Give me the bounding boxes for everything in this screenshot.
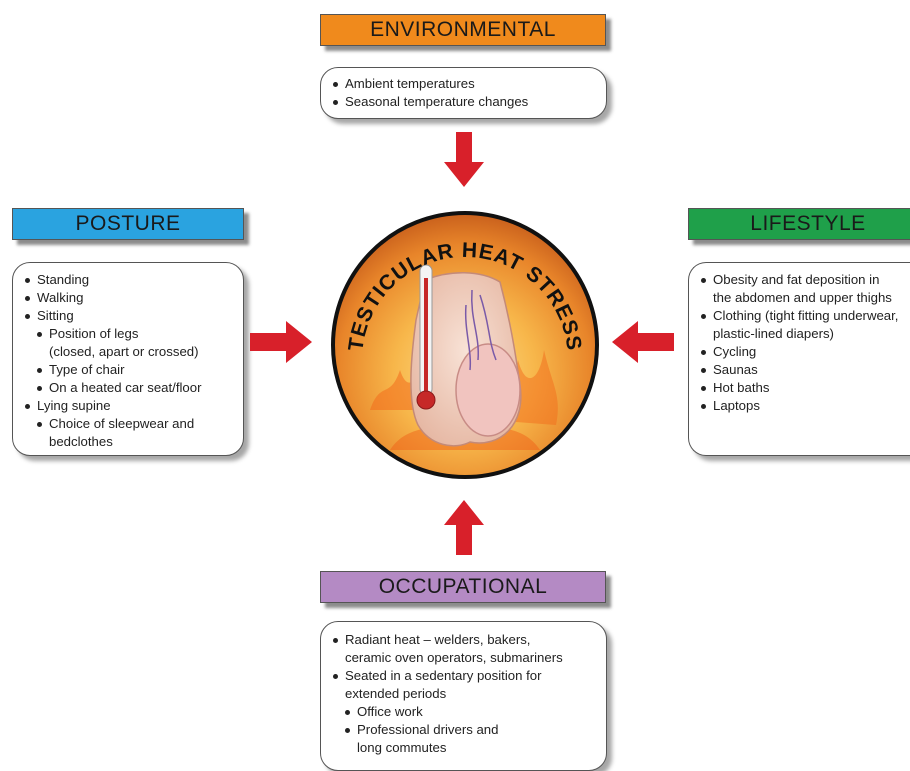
arrow-left	[612, 321, 674, 363]
occupational-header: OCCUPATIONAL	[320, 571, 606, 603]
list-item: Seasonal temperature changes	[333, 93, 596, 111]
list-item: Sitting	[25, 307, 233, 325]
anatomy-illustration	[456, 344, 520, 436]
list-item: Position of legs (closed, apart or crosse…	[37, 325, 233, 361]
list-item: Professional drivers and long commutes	[345, 721, 596, 757]
lifestyle-box: Obesity and fat deposition in the abdomen…	[688, 262, 910, 456]
list-item: Seated in a sedentary position for extend…	[333, 667, 596, 703]
occupational-title: OCCUPATIONAL	[379, 575, 548, 598]
list-item-text: Clothing (tight fitting underwear,	[713, 308, 898, 323]
list-item-text: Position of legs	[49, 326, 138, 341]
arrow-right	[250, 321, 312, 363]
list-item: Lying supine	[25, 397, 233, 415]
list-item: Obesity and fat deposition in the abdomen…	[701, 271, 910, 307]
list-item: Clothing (tight fitting underwear, plasti…	[701, 307, 910, 343]
occupational-list: Radiant heat – welders, bakers, ceramic o…	[333, 631, 596, 757]
occupational-box: Radiant heat – welders, bakers, ceramic o…	[320, 621, 607, 771]
list-item: Laptops	[701, 397, 910, 415]
list-item-text: extended periods	[345, 686, 446, 701]
list-item: Ambient temperatures	[333, 75, 596, 93]
environmental-list: Ambient temperatures Seasonal temperatur…	[333, 75, 596, 111]
list-item-text: Professional drivers and	[357, 722, 498, 737]
list-item: Walking	[25, 289, 233, 307]
environmental-box: Ambient temperatures Seasonal temperatur…	[320, 67, 607, 119]
list-item-text: Choice of sleepwear and	[49, 416, 194, 431]
list-item-text: Obesity and fat deposition in	[713, 272, 879, 287]
list-item: Cycling	[701, 343, 910, 361]
list-item: Office work	[345, 703, 596, 721]
list-item-text: long commutes	[357, 740, 446, 755]
lifestyle-list: Obesity and fat deposition in the abdomen…	[701, 271, 910, 415]
list-item-text: ceramic oven operators, submariners	[345, 650, 563, 665]
list-item-text: plastic-lined diapers)	[713, 326, 834, 341]
list-item: Standing	[25, 271, 233, 289]
lifestyle-header: LIFESTYLE	[688, 208, 910, 240]
thermometer-bulb	[417, 391, 435, 409]
posture-box: Standing Walking Sitting Position of leg…	[12, 262, 244, 456]
list-item: On a heated car seat/floor	[37, 379, 233, 397]
list-item-text: (closed, apart or crossed)	[49, 344, 199, 359]
environmental-header: ENVIRONMENTAL	[320, 14, 606, 46]
environmental-title: ENVIRONMENTAL	[370, 18, 556, 41]
thermometer-mercury	[424, 278, 428, 395]
posture-title: POSTURE	[75, 212, 180, 235]
list-item: Hot baths	[701, 379, 910, 397]
center-emblem: TESTICULAR HEAT STRESS	[330, 210, 600, 480]
list-item-text: Seated in a sedentary position for	[345, 668, 541, 683]
posture-list: Standing Walking Sitting Position of leg…	[25, 271, 233, 451]
list-item-text: bedclothes	[49, 434, 113, 449]
list-item: Saunas	[701, 361, 910, 379]
lifestyle-title: LIFESTYLE	[695, 209, 910, 239]
arrow-up	[444, 500, 484, 555]
list-item: Choice of sleepwear and bedclothes	[37, 415, 233, 451]
list-item-text: the abdomen and upper thighs	[713, 290, 892, 305]
arrow-down	[444, 132, 484, 187]
list-item: Radiant heat – welders, bakers, ceramic o…	[333, 631, 596, 667]
list-item: Type of chair	[37, 361, 233, 379]
posture-header: POSTURE	[12, 208, 244, 240]
list-item-text: Radiant heat – welders, bakers,	[345, 632, 530, 647]
